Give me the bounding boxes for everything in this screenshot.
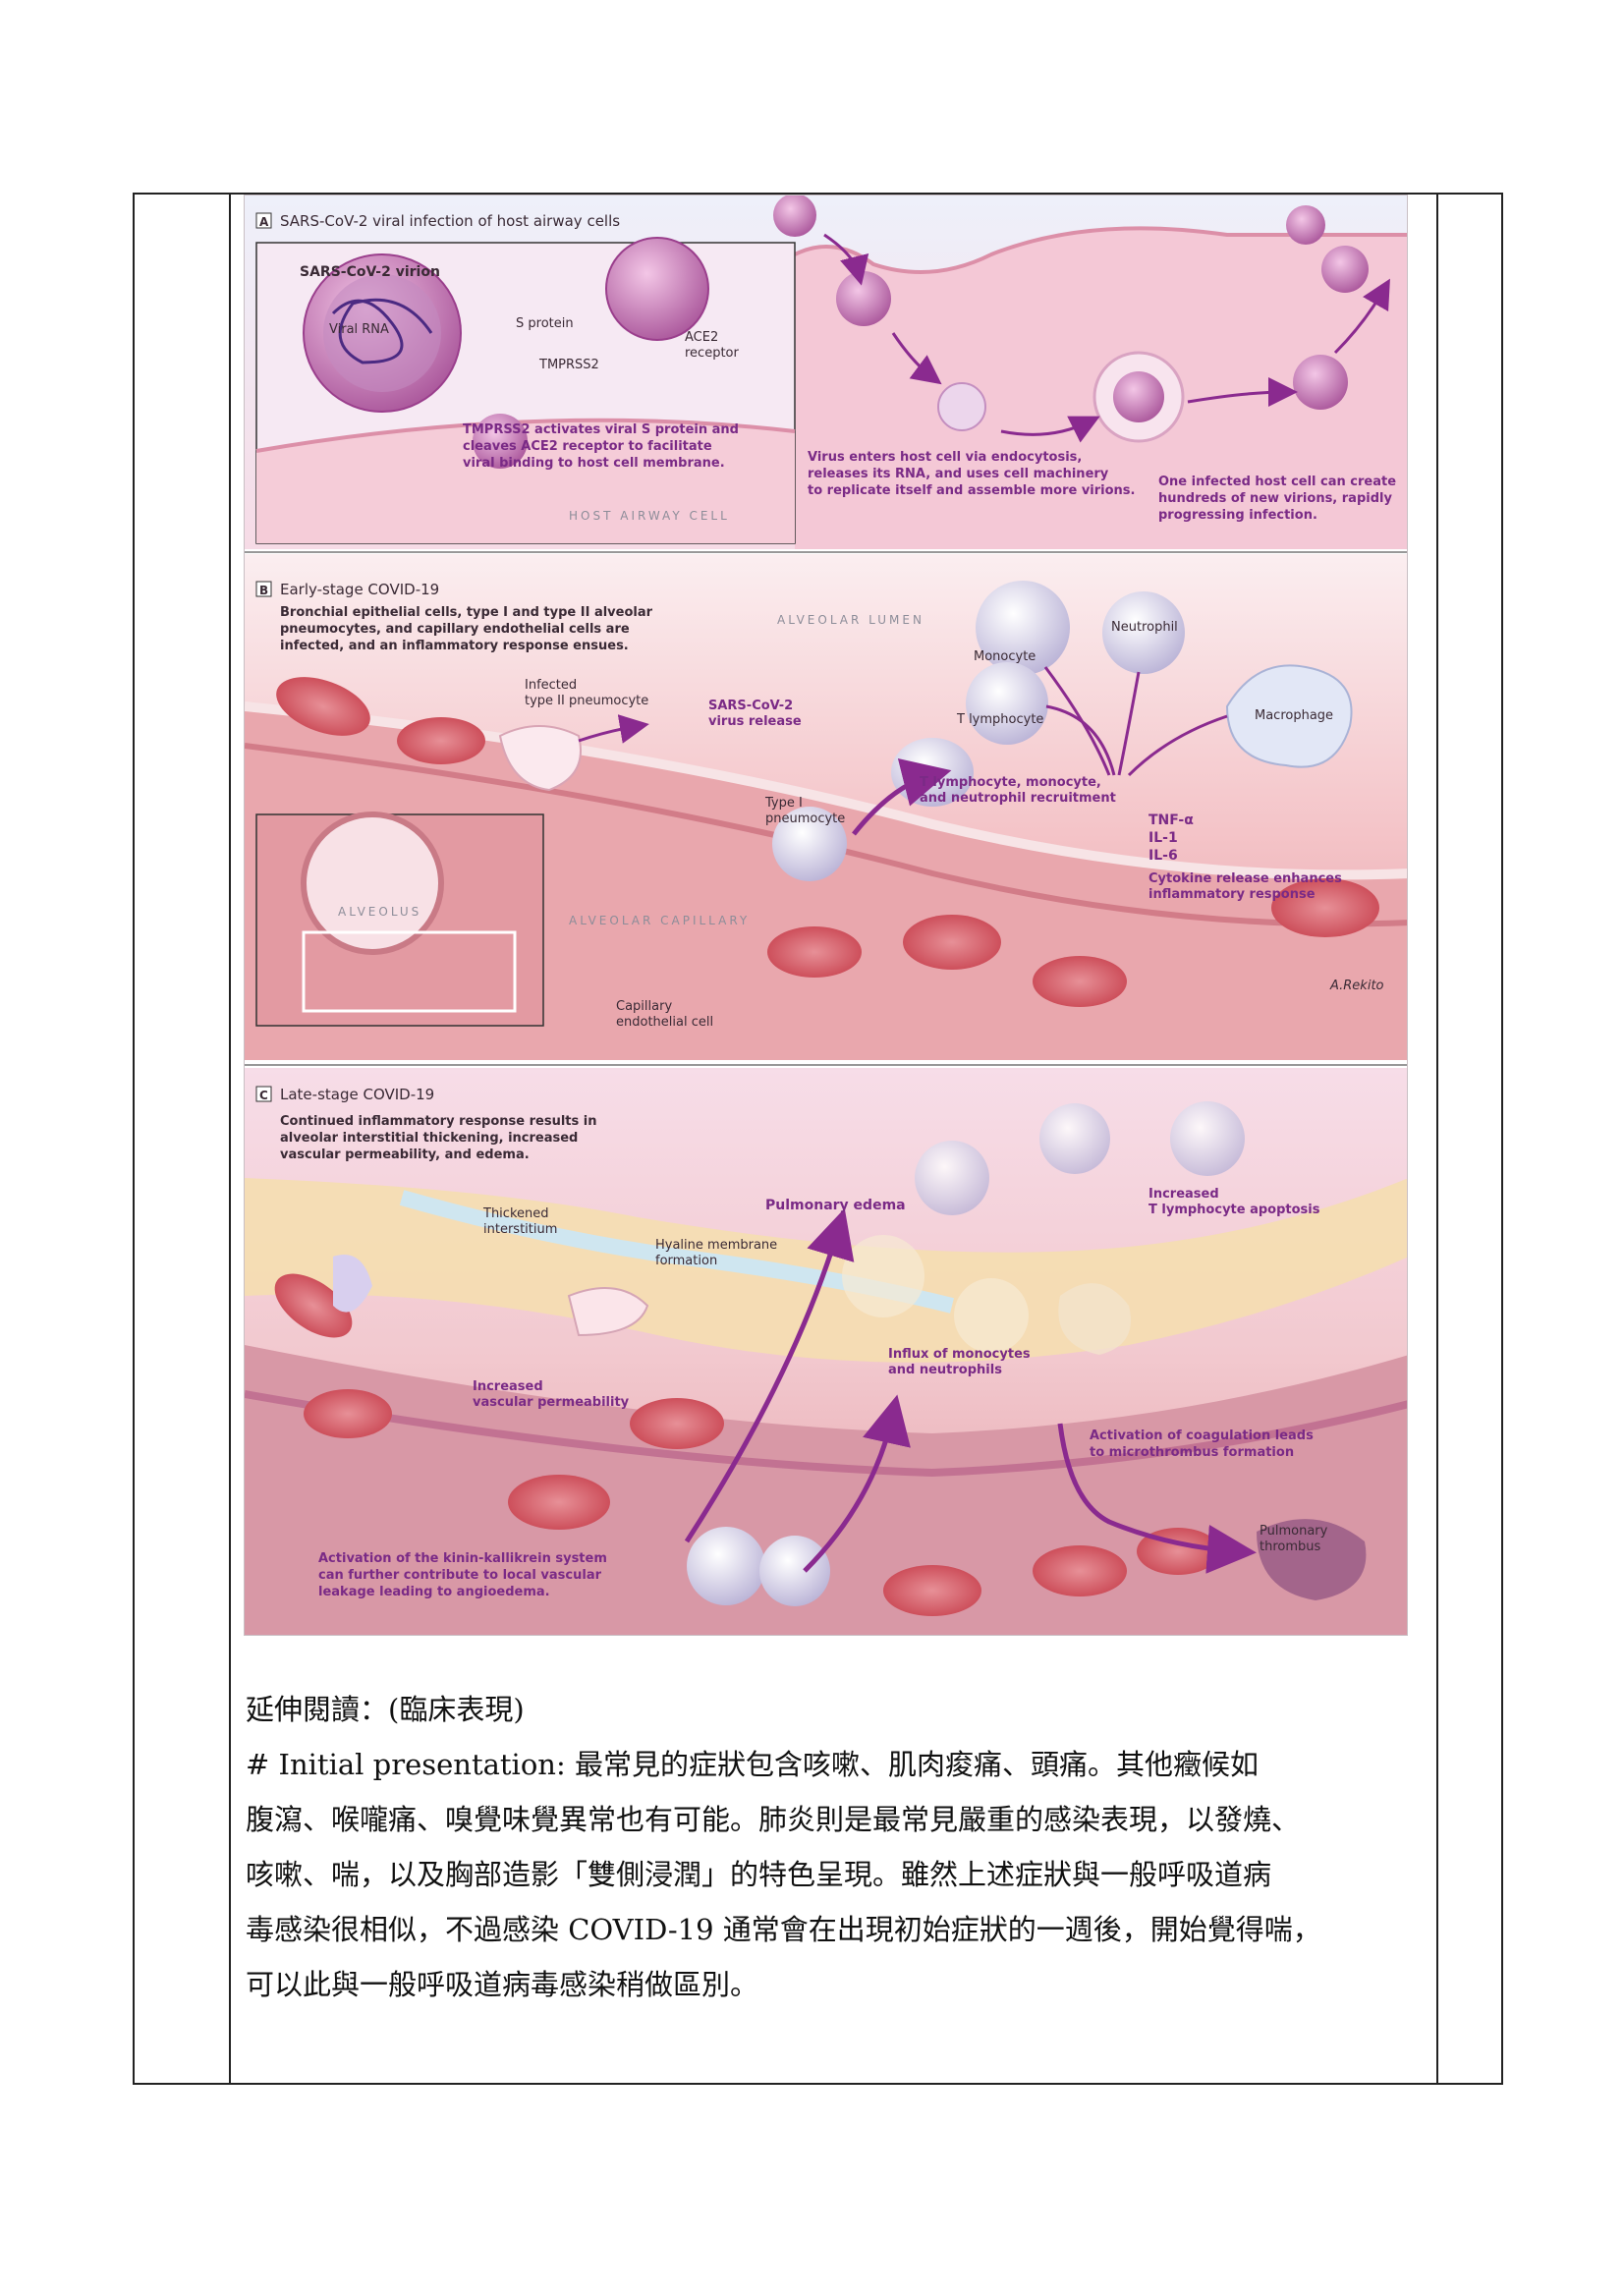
panel-a-title: SARS-CoV-2 viral infection of host airwa…	[280, 212, 620, 230]
type1-label-1: Type I	[764, 796, 803, 811]
tmprss2-note-3: viral binding to host cell membrane.	[463, 456, 725, 471]
alveolar-lumen-caption: ALVEOLAR LUMEN	[777, 613, 924, 627]
hyaline-label-1: Hyaline membrane	[655, 1238, 777, 1253]
thickened-label-2: interstitium	[483, 1222, 557, 1237]
spread-note-3: progressing infection.	[1158, 508, 1317, 523]
cytokine-note-2: inflammatory response	[1148, 887, 1316, 902]
apoptosis-label-2: T lymphocyte apoptosis	[1148, 1203, 1320, 1217]
table-column-divider-left	[229, 193, 231, 2085]
paragraph-line-1: # Initial presentation: 最常見的症狀包含咳嗽、肌肉痠痛、…	[246, 1748, 1259, 1781]
coagulation-label-2: to microthrombus formation	[1090, 1445, 1294, 1460]
clinical-presentation-text: 延伸閱讀：(臨床表現) # Initial presentation: 最常見的…	[246, 1682, 1415, 2012]
cytokine-tnf: TNF-α	[1148, 812, 1194, 828]
ace2-label-2: receptor	[685, 346, 740, 361]
panel-c-intro-2: alveolar interstitial thickening, increa…	[280, 1131, 578, 1146]
tmprss2-label: TMPRSS2	[538, 358, 599, 372]
permeability-label-1: Increased	[473, 1379, 543, 1394]
panel-b-intro-3: infected, and an inflammatory response e…	[280, 639, 629, 653]
tmprss2-note-1: TMPRSS2 activates viral S protein and	[463, 422, 739, 437]
recruitment-label-2: and neutrophil recruitment	[920, 791, 1116, 806]
monocyte-label: Monocyte	[974, 649, 1036, 664]
s-protein-label: S protein	[516, 316, 574, 331]
t-lymphocyte-label: T lymphocyte	[956, 712, 1043, 727]
table-column-divider-right	[1436, 193, 1438, 2085]
spread-note-1: One infected host cell can create	[1158, 475, 1396, 489]
apoptosis-label-1: Increased	[1148, 1187, 1219, 1202]
virion-label: SARS-CoV-2 virion	[300, 264, 440, 280]
covid-pathophysiology-illustration: A SARS-CoV-2 viral infection of host air…	[244, 195, 1408, 1636]
panel-b-letter: B	[259, 584, 268, 597]
recruitment-label-1: T lymphocyte, monocyte,	[920, 775, 1101, 790]
panel-c: C Late-stage COVID-19 Continued inflamma…	[245, 1068, 1407, 1635]
endocytosis-note-1: Virus enters host cell via endocytosis,	[808, 450, 1082, 465]
alveolus-caption: ALVEOLUS	[338, 905, 421, 919]
paragraph-line-2: 腹瀉、喉嚨痛、嗅覺味覺異常也有可能。肺炎則是最常見嚴重的感染表現，以發燒、	[246, 1803, 1301, 1836]
panel-c-intro-3: vascular permeability, and edema.	[280, 1148, 530, 1162]
panel-b-title: Early-stage COVID-19	[280, 581, 439, 598]
paragraph-line-3: 咳嗽、喘，以及胸部造影「雙側浸潤」的特色呈現。雖然上述症狀與一般呼吸道病	[246, 1858, 1272, 1891]
endothelial-label-2: endothelial cell	[616, 1015, 713, 1030]
pulmonary-edema-label: Pulmonary edema	[765, 1198, 906, 1213]
panel-b-intro-1: Bronchial epithelial cells, type I and t…	[280, 605, 653, 620]
paragraph-line-4: 毒感染很相似，不過感染 COVID-19 通常會在出現初始症狀的一週後，開始覺得…	[246, 1913, 1321, 1946]
cytokine-il6: IL-6	[1148, 848, 1178, 864]
thrombus-label-1: Pulmonary	[1260, 1524, 1328, 1539]
coagulation-label-1: Activation of coagulation leads	[1090, 1428, 1314, 1443]
panel-a-letter: A	[259, 215, 269, 229]
kinin-label-3: leakage leading to angioedema.	[318, 1585, 550, 1599]
artist-signature: A.Rekito	[1329, 979, 1384, 993]
panel-c-intro-1: Continued inflammatory response results …	[280, 1114, 597, 1129]
thickened-label-1: Thickened	[482, 1206, 549, 1221]
influx-label-1: Influx of monocytes	[888, 1347, 1031, 1362]
alveolar-capillary-caption: ALVEOLAR CAPILLARY	[569, 914, 750, 927]
paragraph-line-5: 可以此與一般呼吸道病毒感染稍做區別。	[246, 1968, 759, 2001]
thrombus-label-2: thrombus	[1260, 1540, 1321, 1554]
cytokine-note-1: Cytokine release enhances	[1148, 871, 1342, 886]
kinin-label-2: can further contribute to local vascular	[318, 1568, 602, 1583]
viral-rna-label: Viral RNA	[329, 322, 389, 337]
panel-a: A SARS-CoV-2 viral infection of host air…	[245, 196, 1407, 549]
influx-label-2: and neutrophils	[888, 1363, 1002, 1377]
panel-b: B Early-stage COVID-19 Bronchial epithel…	[245, 554, 1407, 1060]
ace2-label-1: ACE2	[685, 330, 718, 345]
hyaline-label-2: formation	[655, 1254, 717, 1268]
tmprss2-note-2: cleaves ACE2 receptor to facilitate	[463, 439, 712, 454]
permeability-label-2: vascular permeability	[473, 1395, 630, 1410]
section-heading: 延伸閱讀：(臨床表現)	[246, 1693, 525, 1726]
spread-note-2: hundreds of new virions, rapidly	[1158, 491, 1392, 506]
panel-c-title: Late-stage COVID-19	[280, 1086, 434, 1103]
macrophage-label: Macrophage	[1255, 708, 1333, 723]
endocytosis-note-3: to replicate itself and assemble more vi…	[808, 483, 1135, 498]
panel-b-intro-2: pneumocytes, and capillary endothelial c…	[280, 622, 630, 637]
type1-label-2: pneumocyte	[765, 812, 845, 826]
virus-release-label-1: SARS-CoV-2	[708, 699, 793, 713]
kinin-label-1: Activation of the kinin-kallikrein syste…	[318, 1551, 607, 1566]
infected-pneumocyte-label-1: Infected	[525, 678, 577, 693]
panel-c-letter: C	[259, 1089, 268, 1102]
infected-pneumocyte-label-2: type II pneumocyte	[525, 694, 648, 708]
host-cell-caption: HOST AIRWAY CELL	[569, 509, 730, 523]
cytokine-il1: IL-1	[1148, 830, 1178, 846]
virus-release-label-2: virus release	[708, 714, 802, 729]
table-frame	[133, 193, 1503, 2085]
endocytosis-note-2: releases its RNA, and uses cell machiner…	[808, 467, 1109, 481]
endothelial-label-1: Capillary	[616, 999, 672, 1014]
neutrophil-label: Neutrophil	[1111, 620, 1178, 635]
